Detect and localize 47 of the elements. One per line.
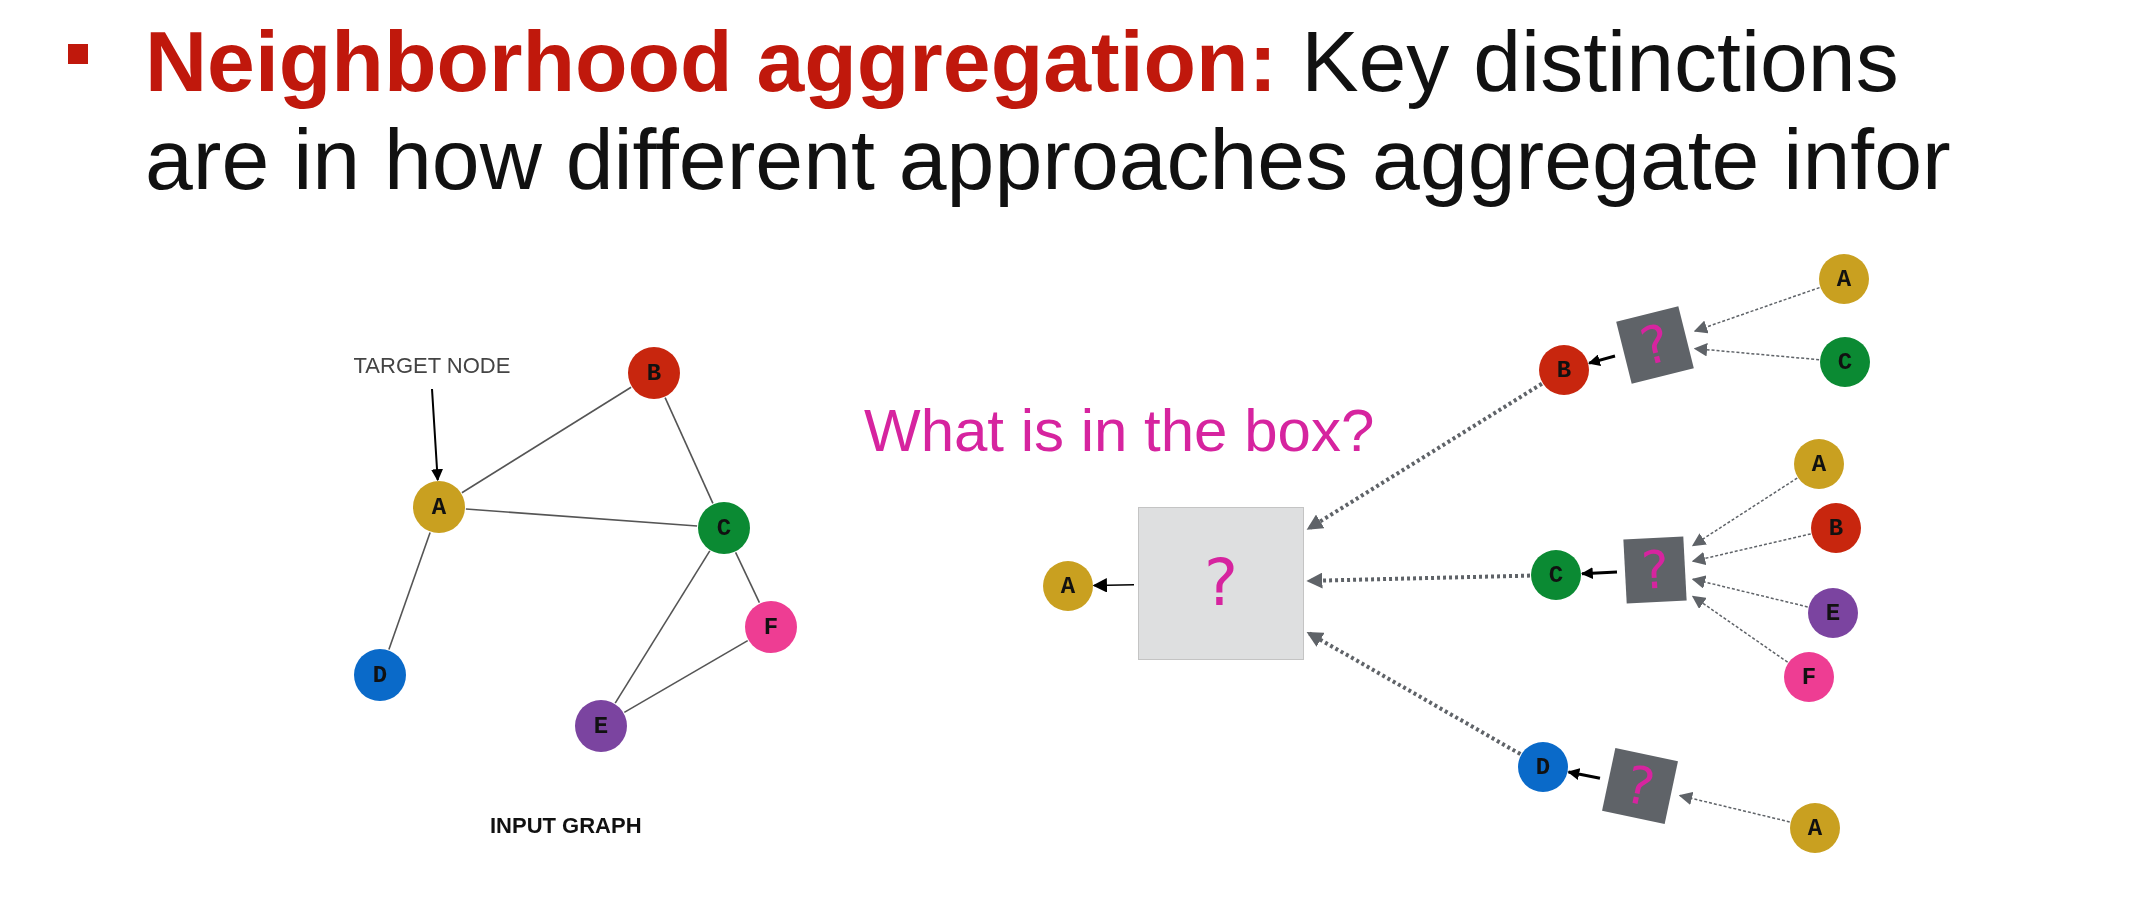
graph-node-circle: B: [628, 347, 680, 399]
graph-edge: [465, 508, 698, 527]
arrow: [1691, 575, 1809, 608]
arrow: [1580, 567, 1618, 580]
graph-edge: [664, 396, 714, 505]
bullet-text: Neighborhood aggregation: Key distinctions are in how different approaches aggregate infor: [145, 12, 1952, 208]
graph-node-circle: F: [1784, 652, 1834, 702]
graph-node-circle: A: [1794, 439, 1844, 489]
arrow: [1567, 768, 1601, 780]
graph-edge: [614, 550, 711, 704]
leader-arrow: [431, 388, 443, 482]
graph-node-circle: E: [575, 700, 627, 752]
arrow: [1693, 286, 1821, 334]
target-node-label: TARGET NODE: [347, 351, 517, 381]
arrow: [1092, 578, 1135, 593]
graph-node-circle: C: [1531, 550, 1581, 600]
graph-node-circle: B: [1811, 503, 1861, 553]
arrow: [1587, 354, 1616, 367]
graph-edge: [461, 386, 632, 494]
graph-edge: [623, 639, 749, 714]
graph-node-circle: B: [1539, 345, 1589, 395]
arrow: [1691, 477, 1798, 547]
graph-node-circle: F: [745, 601, 797, 653]
graph-node-circle: D: [1518, 742, 1568, 792]
graph-node-circle: C: [1820, 337, 1870, 387]
aggregation-box: ?: [1623, 536, 1687, 604]
arrow: [1693, 342, 1820, 361]
question-heading: What is in the box?: [864, 395, 1375, 465]
arrow: [1306, 382, 1543, 531]
graph-edge: [388, 531, 431, 651]
caption: INPUT GRAPH: [490, 813, 642, 839]
graph-node-circle: A: [1790, 803, 1840, 853]
graph-edge: [734, 551, 761, 604]
graph-node-circle: E: [1808, 588, 1858, 638]
graph-node-circle: D: [354, 649, 406, 701]
arrow: [1306, 572, 1531, 589]
arrow: [1691, 595, 1789, 663]
graph-node-circle: A: [1819, 254, 1869, 304]
aggregation-box: ?: [1138, 506, 1304, 660]
graph-node-circle: C: [698, 502, 750, 554]
arrow: [1306, 630, 1522, 756]
aggregation-box: ?: [1616, 306, 1694, 384]
arrow: [1691, 533, 1812, 566]
aggregation-box: ?: [1602, 748, 1678, 824]
graph-node-circle: A: [1043, 561, 1093, 611]
graph-node-circle: A: [413, 481, 465, 533]
arrow: [1678, 791, 1791, 823]
